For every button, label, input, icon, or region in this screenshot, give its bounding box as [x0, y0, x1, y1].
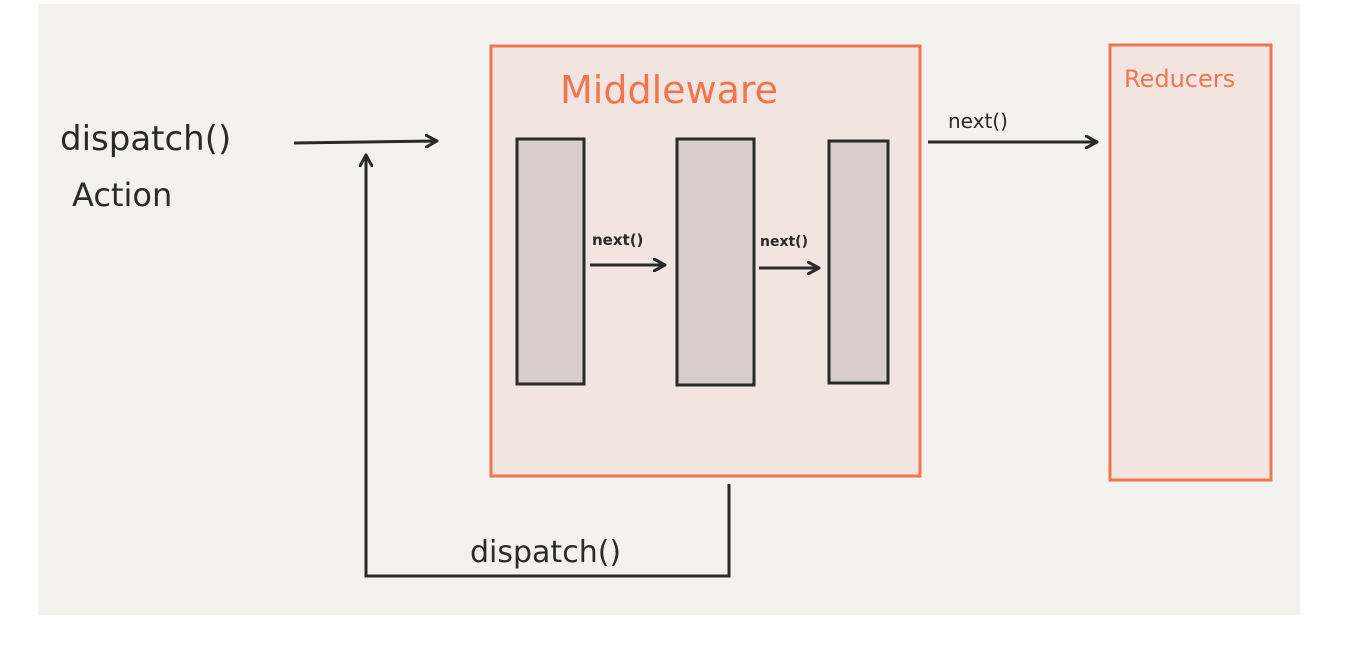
next-label-1: next(): [592, 231, 643, 249]
loop-dispatch-label: dispatch(): [470, 535, 621, 570]
middleware-bar-3: [827, 139, 890, 385]
middleware-bar-2: [675, 137, 756, 387]
middleware-title: Middleware: [560, 68, 778, 112]
next-label-2: next(): [760, 234, 808, 250]
middleware-bar-1: [515, 137, 586, 386]
action-label: Action: [72, 176, 172, 214]
entry-arrow: [293, 141, 436, 143]
reducers-box: [1108, 43, 1273, 482]
reducers-label: Reducers: [1124, 65, 1235, 93]
to-reducers-label: next(): [948, 109, 1008, 133]
dispatch-loop-arrow: [366, 156, 731, 578]
dispatch-label: dispatch(): [60, 119, 231, 159]
